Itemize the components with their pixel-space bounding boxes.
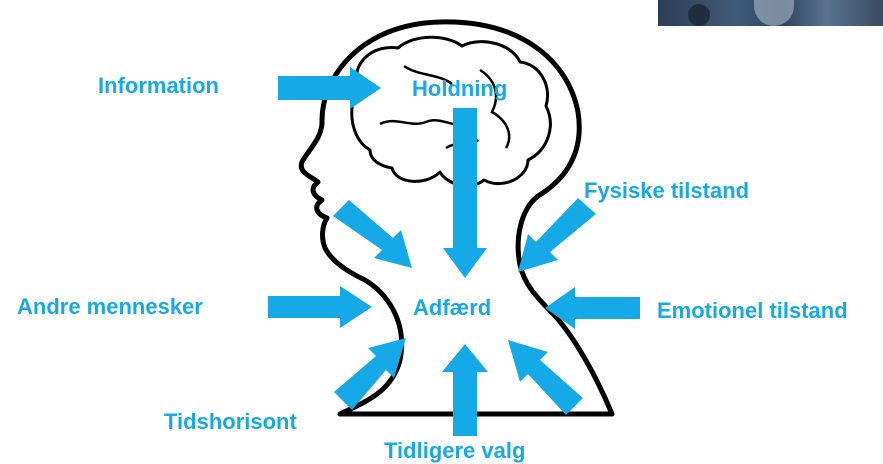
label-andre-mennesker: Andre mennesker (17, 296, 203, 318)
label-holdning: Holdning (412, 78, 507, 100)
arrow-holdning (443, 108, 487, 278)
arrow-information (278, 67, 381, 109)
brain-outline (352, 37, 551, 185)
label-adfaerd: Adfærd (413, 297, 491, 319)
arrow-tidligere-valg (442, 344, 488, 436)
arrow-andre-mennesker (268, 286, 372, 328)
label-tidligere-valg: Tidligere valg (384, 440, 525, 462)
label-tidshorisont: Tidshorisont (164, 411, 297, 433)
arrow-lower-right (508, 340, 583, 415)
label-emotionel-tilstand: Emotionel tilstand (657, 300, 848, 322)
label-information: Information (98, 75, 219, 97)
arrow-upper-left (333, 200, 412, 268)
label-fysiske-tilstand: Fysiske tilstand (584, 180, 749, 202)
